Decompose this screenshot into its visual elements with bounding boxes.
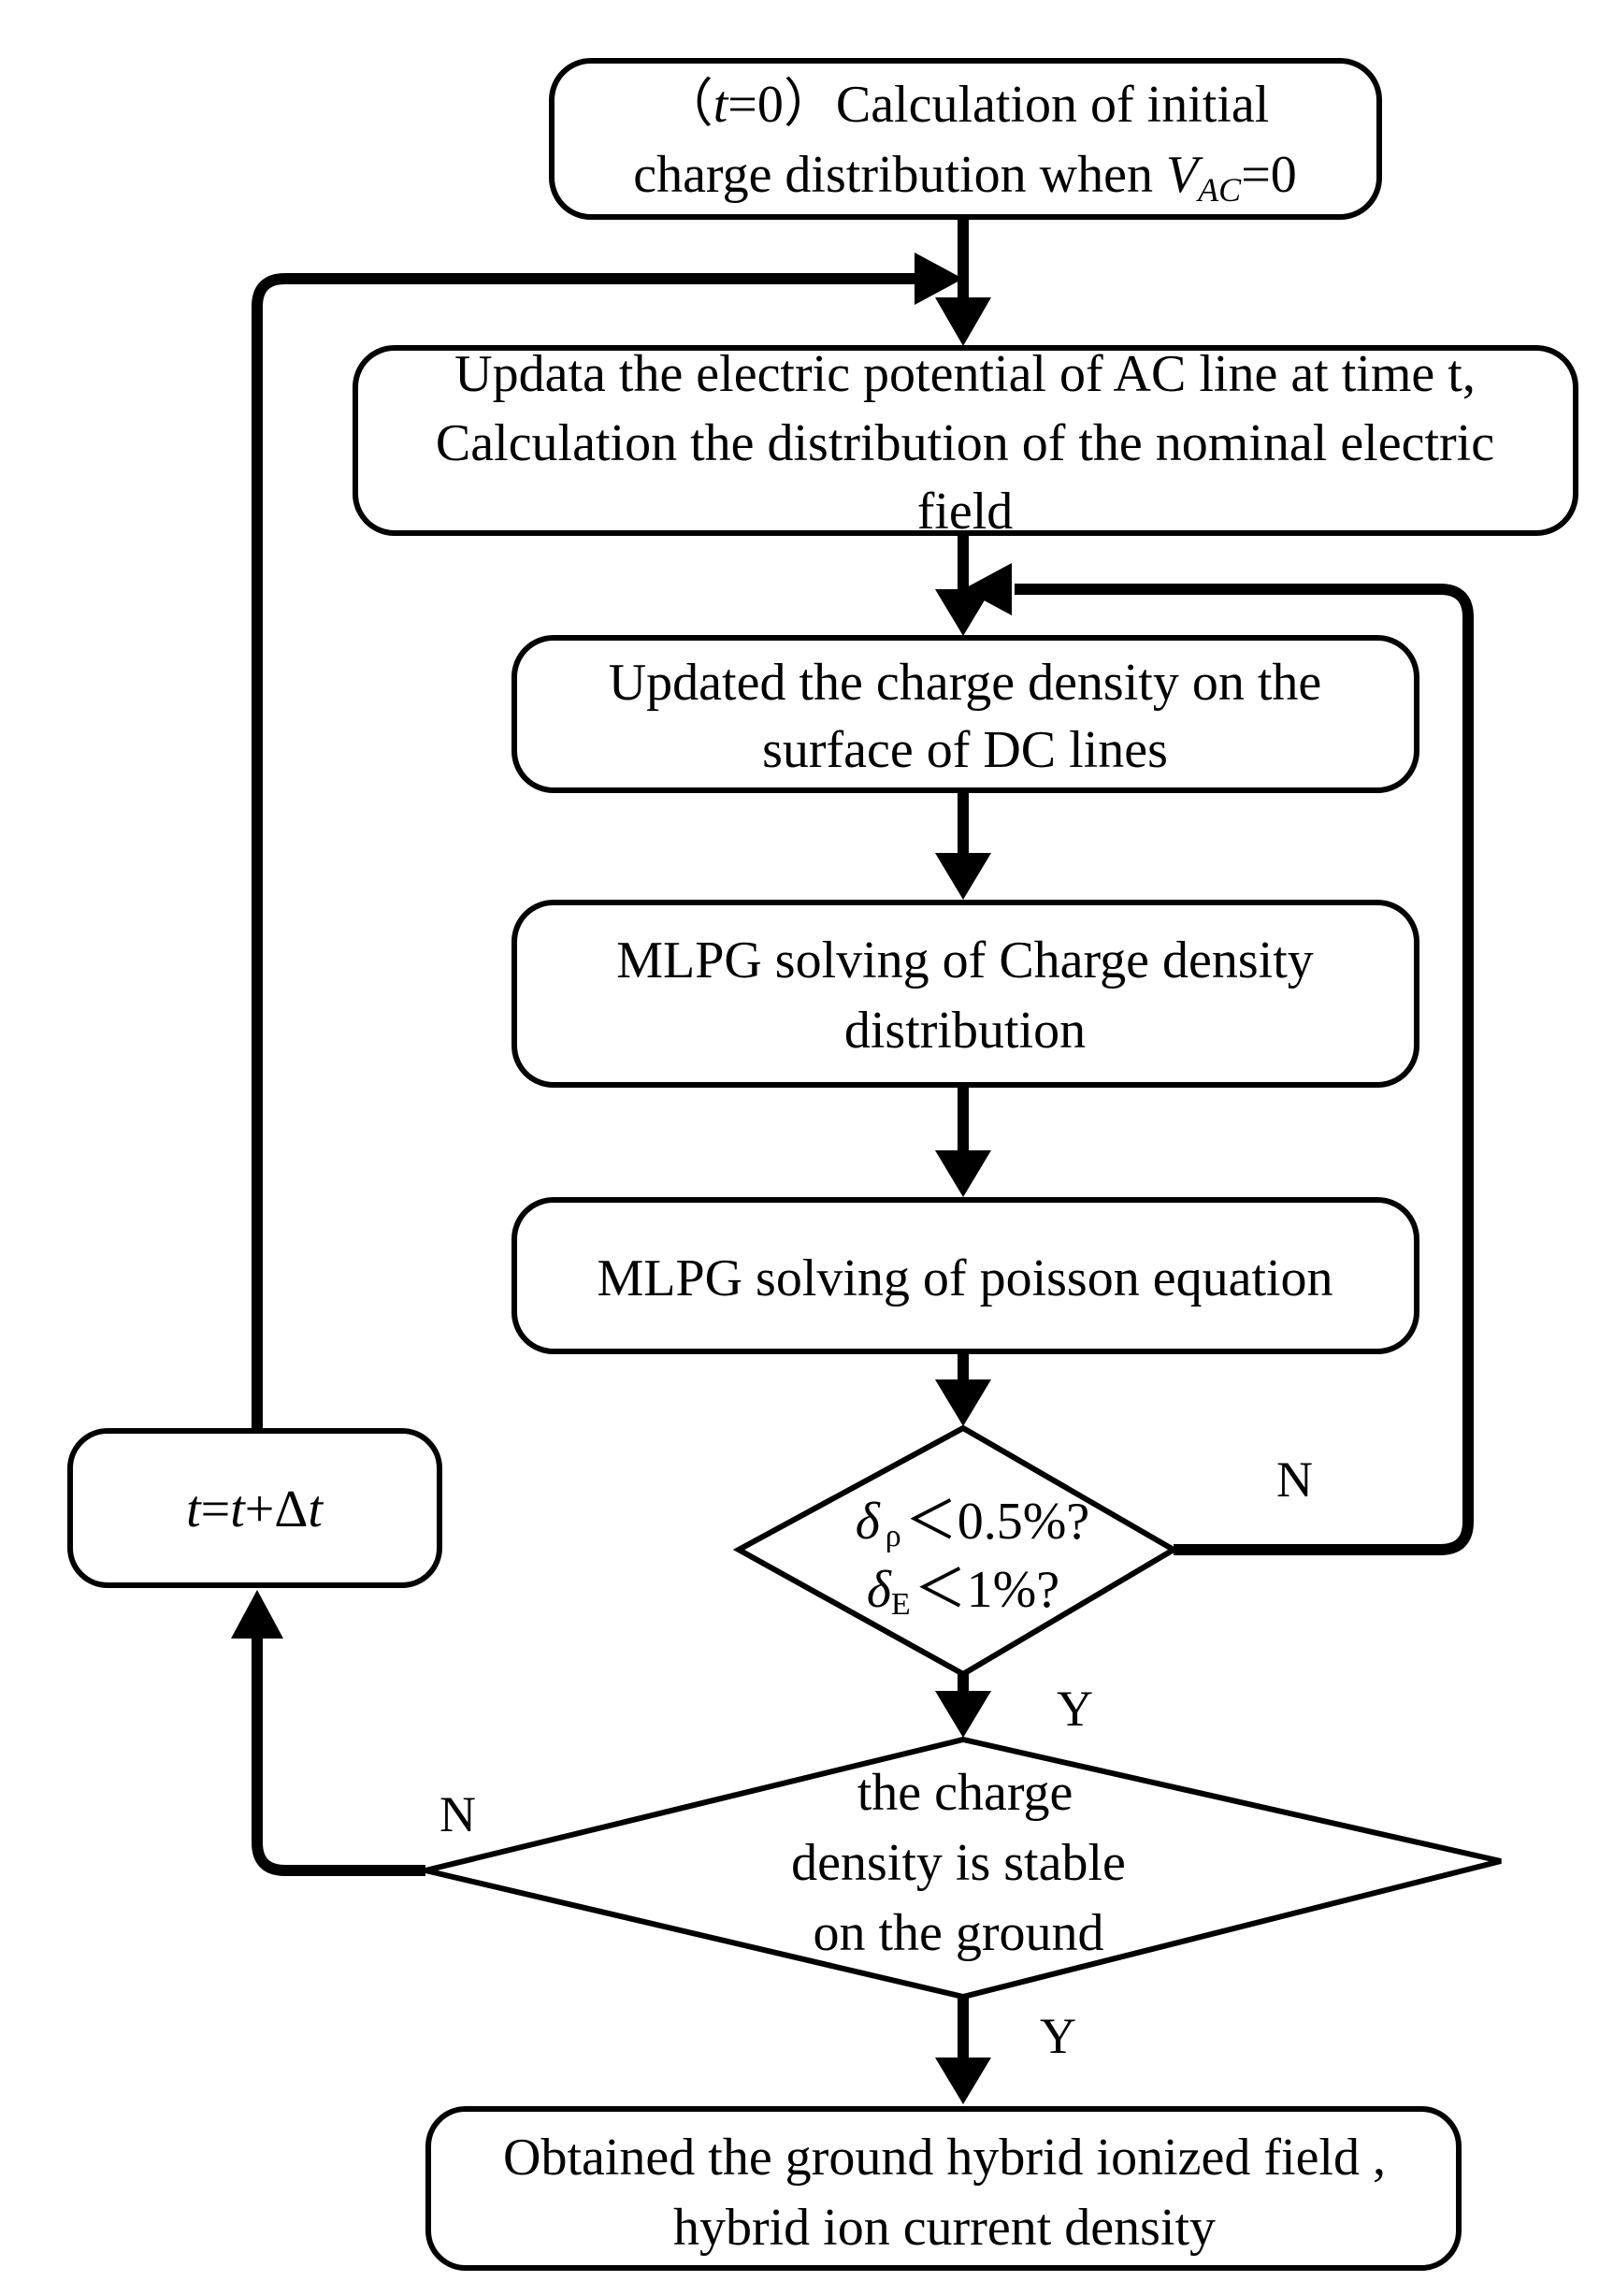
connector-stable-no-to-time-step (252, 1623, 425, 1876)
arrowhead-down (935, 1691, 991, 1738)
label-stable-no: N (439, 1786, 476, 1842)
update-charge-line1: Updated the charge density on the (609, 654, 1322, 712)
stable-line1: the charge (857, 1764, 1073, 1822)
node-mlpg-poisson: MLPG solving of poisson equation (511, 1197, 1419, 1354)
node-stable-decision: the charge density is stable on the grou… (425, 1736, 1502, 2000)
label-convergence-no: N (1276, 1451, 1313, 1508)
result-line2: hybrid ion current density (673, 2199, 1216, 2257)
init-line2: charge distribution when VAC=0 (633, 146, 1297, 209)
arrowhead-right (915, 253, 963, 305)
time-step-text: t=t+Δt (186, 1480, 324, 1538)
label-stable-yes: Y (1040, 2008, 1076, 2064)
arrowhead-down (935, 1150, 991, 1197)
convergence-line2: δE＜1%? (867, 1561, 1059, 1622)
update-charge-line2: surface of DC lines (762, 721, 1168, 779)
node-time-step: t=t+Δt (67, 1428, 442, 1588)
update-potential-line2: Calculation the distribution of the nomi… (436, 414, 1494, 472)
arrowhead-left (963, 563, 1012, 615)
update-potential-line1: Updata the electric potential of AC line… (454, 345, 1476, 403)
connectors (252, 217, 1474, 2062)
arrow-heads (231, 253, 1012, 2104)
node-update-charge: Updated the charge density on the surfac… (511, 635, 1419, 793)
result-line1: Obtained the ground hybrid ionized field… (503, 2129, 1386, 2187)
label-convergence-yes: Y (1057, 1681, 1093, 1737)
arrowhead-down (935, 2058, 991, 2104)
edge-labels: N Y N Y (439, 1451, 1313, 2064)
stable-line3: on the ground (813, 1904, 1103, 1962)
node-update-potential: Updata the electric potential of AC line… (353, 345, 1578, 541)
stable-line2: density is stable (791, 1834, 1126, 1892)
mlpg-charge-line1: MLPG solving of Charge density (616, 931, 1314, 989)
mlpg-poisson-line1: MLPG solving of poisson equation (597, 1249, 1332, 1307)
arrowhead-down (935, 1379, 991, 1426)
mlpg-charge-line2: distribution (844, 1002, 1086, 1060)
arrowhead-up (231, 1590, 283, 1639)
node-mlpg-charge: MLPG solving of Charge density distribut… (511, 900, 1419, 1088)
connector-loop-time-to-top (252, 273, 921, 1429)
node-result: Obtained the ground hybrid ionized field… (425, 2106, 1462, 2271)
arrowhead-down (935, 589, 991, 636)
init-line1: （t=0）Calculation of initial (661, 76, 1270, 134)
connector-convergence-no-loop (1015, 584, 1474, 1555)
node-init: （t=0）Calculation of initial charge distr… (549, 58, 1382, 220)
update-potential-line3: field (917, 483, 1014, 541)
arrowhead-down (935, 297, 991, 346)
arrowhead-down (935, 853, 991, 900)
